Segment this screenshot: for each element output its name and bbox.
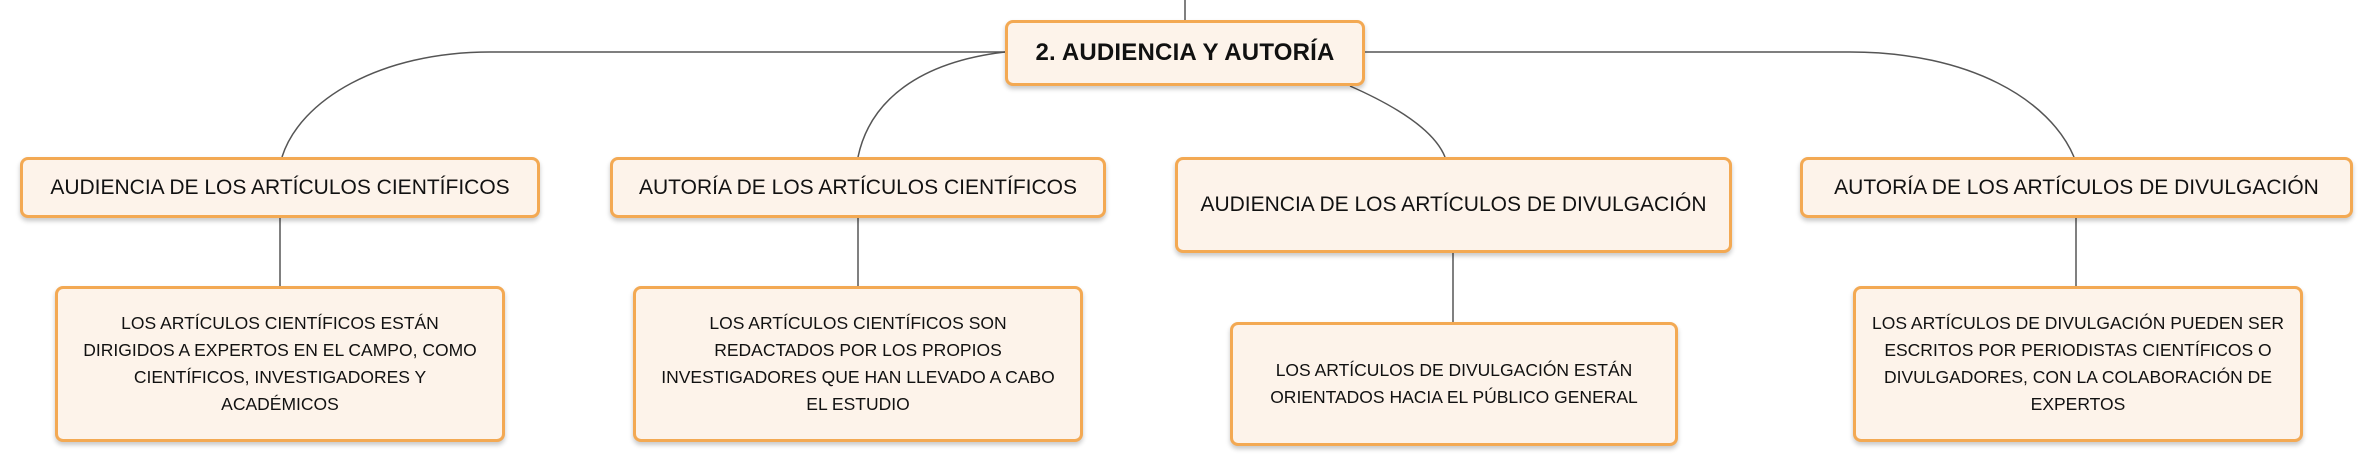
topic-node-autoria-cientificos[interactable]: AUTORÍA DE LOS ARTÍCULOS CIENTÍFICOS [610, 157, 1106, 218]
detail-node-audiencia-cientificos[interactable]: LOS ARTÍCULOS CIENTÍFICOS ESTÁN DIRIGIDO… [55, 286, 505, 442]
topic-node-label: AUTORÍA DE LOS ARTÍCULOS CIENTÍFICOS [639, 175, 1077, 199]
detail-node-autoria-divulgacion[interactable]: LOS ARTÍCULOS DE DIVULGACIÓN PUEDEN SER … [1853, 286, 2303, 442]
detail-node-text: LOS ARTÍCULOS CIENTÍFICOS SON REDACTADOS… [661, 313, 1055, 414]
connector-root-branch-4 [1365, 51, 2075, 158]
topic-node-autoria-divulgacion[interactable]: AUTORÍA DE LOS ARTÍCULOS DE DIVULGACIÓN [1800, 157, 2353, 218]
detail-node-text: LOS ARTÍCULOS DE DIVULGACIÓN ESTÁN ORIEN… [1270, 360, 1638, 407]
detail-node-audiencia-divulgacion[interactable]: LOS ARTÍCULOS DE DIVULGACIÓN ESTÁN ORIEN… [1230, 322, 1678, 446]
topic-node-label: AUTORÍA DE LOS ARTÍCULOS DE DIVULGACIÓN [1834, 175, 2319, 199]
connector-root-branch-3 [1349, 85, 1446, 158]
topic-node-label: AUDIENCIA DE LOS ARTÍCULOS DE DIVULGACIÓ… [1200, 193, 1707, 216]
root-node[interactable]: 2. AUDIENCIA Y AUTORÍA [1005, 20, 1365, 86]
root-node-label: 2. AUDIENCIA Y AUTORÍA [1035, 39, 1335, 66]
connector-root-branch-2 [857, 51, 1006, 158]
topic-node-audiencia-divulgacion[interactable]: AUDIENCIA DE LOS ARTÍCULOS DE DIVULGACIÓ… [1175, 157, 1732, 253]
detail-node-autoria-cientificos[interactable]: LOS ARTÍCULOS CIENTÍFICOS SON REDACTADOS… [633, 286, 1083, 442]
connector-root-branch-1 [281, 51, 1005, 158]
topic-node-label: AUDIENCIA DE LOS ARTÍCULOS CIENTÍFICOS [50, 175, 510, 199]
detail-node-text: LOS ARTÍCULOS DE DIVULGACIÓN PUEDEN SER … [1872, 313, 2285, 414]
detail-node-text: LOS ARTÍCULOS CIENTÍFICOS ESTÁN DIRIGIDO… [83, 313, 477, 414]
topic-node-audiencia-cientificos[interactable]: AUDIENCIA DE LOS ARTÍCULOS CIENTÍFICOS [20, 157, 540, 218]
